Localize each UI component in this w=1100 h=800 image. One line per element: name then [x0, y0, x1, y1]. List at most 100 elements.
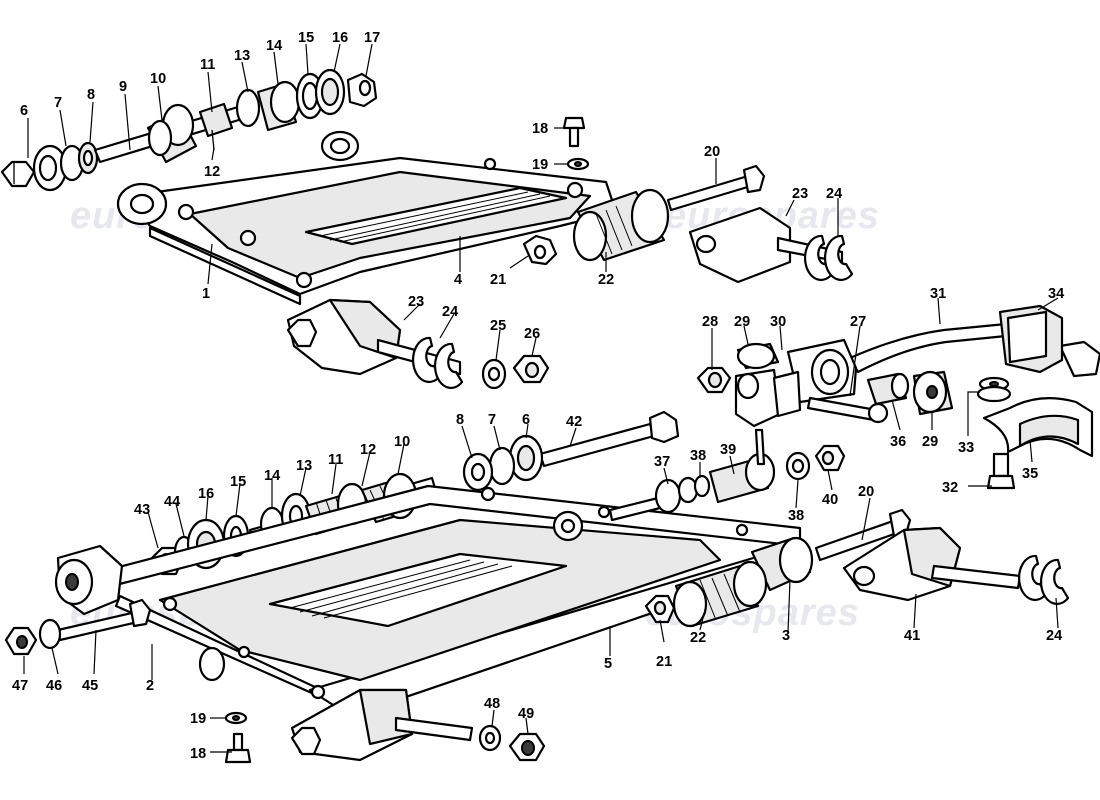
callout-35: 35	[1022, 466, 1038, 482]
callout-20-top: 20	[704, 144, 720, 160]
callout-14: 14	[266, 38, 282, 54]
upper-right-pivot	[522, 164, 854, 284]
callout-10: 10	[150, 71, 166, 87]
lower-link-group	[608, 428, 846, 522]
bolt-27	[806, 396, 878, 422]
callout-10-lower: 10	[394, 434, 410, 450]
callout-11: 11	[200, 57, 215, 73]
callout-32: 32	[942, 480, 958, 496]
bracket-23-upper	[688, 206, 792, 284]
upper-wishbone-4	[116, 156, 618, 306]
callout-labels: 6 7 8 9 10 11 12 13 14 15 16 17 18 19 20…	[12, 30, 1064, 762]
callout-27: 27	[850, 314, 866, 330]
bush-37	[654, 478, 682, 514]
bolt-18-top	[562, 116, 586, 130]
callout-38-right: 38	[788, 508, 804, 524]
pin-12	[211, 129, 215, 151]
washer-38-left	[693, 474, 711, 498]
callout-24-mid: 24	[442, 304, 458, 320]
anti-roll-bar-group	[696, 304, 1100, 490]
callout-38-left: 38	[690, 448, 706, 464]
callout-8-lower: 8	[456, 412, 464, 428]
callout-28: 28	[702, 314, 718, 330]
callout-3: 3	[782, 628, 790, 644]
shim-24b-upper	[824, 234, 854, 282]
lower-front-bracket	[290, 688, 546, 762]
lower-adjuster-group	[814, 508, 1070, 606]
callout-41: 41	[904, 628, 920, 644]
callout-17: 17	[364, 30, 380, 46]
lower-upper-bolt-group	[462, 410, 680, 492]
shim-24a-mid	[412, 336, 442, 384]
callout-30: 30	[770, 314, 786, 330]
callout-22-top: 22	[598, 272, 614, 288]
shim-24a-upper	[804, 234, 834, 282]
callout-24-lower: 24	[1046, 628, 1062, 644]
washer-7-lower	[488, 446, 516, 486]
bolt-head-6	[0, 160, 36, 188]
lower-right-pivot	[644, 560, 768, 628]
callout-7: 7	[54, 95, 62, 111]
callout-12-lower: 12	[360, 442, 376, 458]
callout-48: 48	[484, 696, 500, 712]
callout-45: 45	[82, 678, 98, 694]
callout-31: 31	[930, 286, 946, 302]
bolt-18-bottom	[232, 732, 244, 752]
callout-6-lower: 6	[522, 412, 530, 428]
top-bolt-18-19	[562, 116, 590, 171]
washer-46	[38, 618, 62, 650]
callout-7-lower: 7	[488, 412, 496, 428]
callout-36: 36	[890, 434, 906, 450]
callout-44: 44	[164, 494, 180, 510]
callout-49: 49	[518, 706, 534, 722]
collar-11	[198, 102, 234, 138]
bolt-32	[992, 452, 1010, 478]
callout-6: 6	[20, 103, 28, 119]
callout-18-bottom: 18	[190, 746, 206, 762]
callout-16: 16	[332, 30, 348, 46]
callout-14-lower: 14	[264, 468, 280, 484]
callout-19-top: 19	[532, 157, 548, 173]
callout-42: 42	[566, 414, 582, 430]
shim-24b-mid	[434, 342, 464, 390]
callout-29-top: 29	[734, 314, 750, 330]
callout-18-top: 18	[532, 121, 548, 137]
callout-13-lower: 13	[296, 458, 312, 474]
callout-47: 47	[12, 678, 28, 694]
upper-slot	[304, 186, 568, 246]
callout-23-top: 23	[792, 186, 808, 202]
callout-2: 2	[146, 678, 154, 694]
anti-roll-bar-31	[848, 322, 1008, 374]
callout-26: 26	[524, 326, 540, 342]
callout-40: 40	[822, 492, 838, 508]
upper-bracket-group	[286, 298, 550, 390]
callout-1: 1	[202, 286, 210, 302]
callout-25: 25	[490, 318, 506, 334]
lower-wishbone-5	[54, 484, 814, 718]
callout-21-top: 21	[490, 272, 506, 288]
leader-lines	[23, 43, 1059, 753]
callout-12: 12	[204, 164, 220, 180]
callout-29-right: 29	[922, 434, 938, 450]
callout-15-lower: 15	[230, 474, 246, 490]
callout-15: 15	[298, 30, 314, 46]
callout-33: 33	[958, 440, 974, 456]
callout-22-lower: 22	[690, 630, 706, 646]
shim-24b-lower	[1040, 558, 1070, 606]
washer-13	[235, 88, 261, 128]
washer-33b	[976, 385, 1012, 403]
callout-21-lower: 21	[656, 654, 672, 670]
callout-13: 13	[234, 48, 250, 64]
callout-5: 5	[604, 656, 612, 672]
callout-24-top: 24	[826, 186, 842, 202]
bottom-bolt-18-19	[224, 711, 252, 764]
callout-19-bottom: 19	[190, 711, 206, 727]
callout-34: 34	[1048, 286, 1064, 302]
upper-shaft-assembly	[0, 68, 378, 192]
lower-left-bolt	[4, 598, 152, 656]
callout-43: 43	[134, 502, 150, 518]
callout-46: 46	[46, 678, 62, 694]
callout-16-lower: 16	[198, 486, 214, 502]
